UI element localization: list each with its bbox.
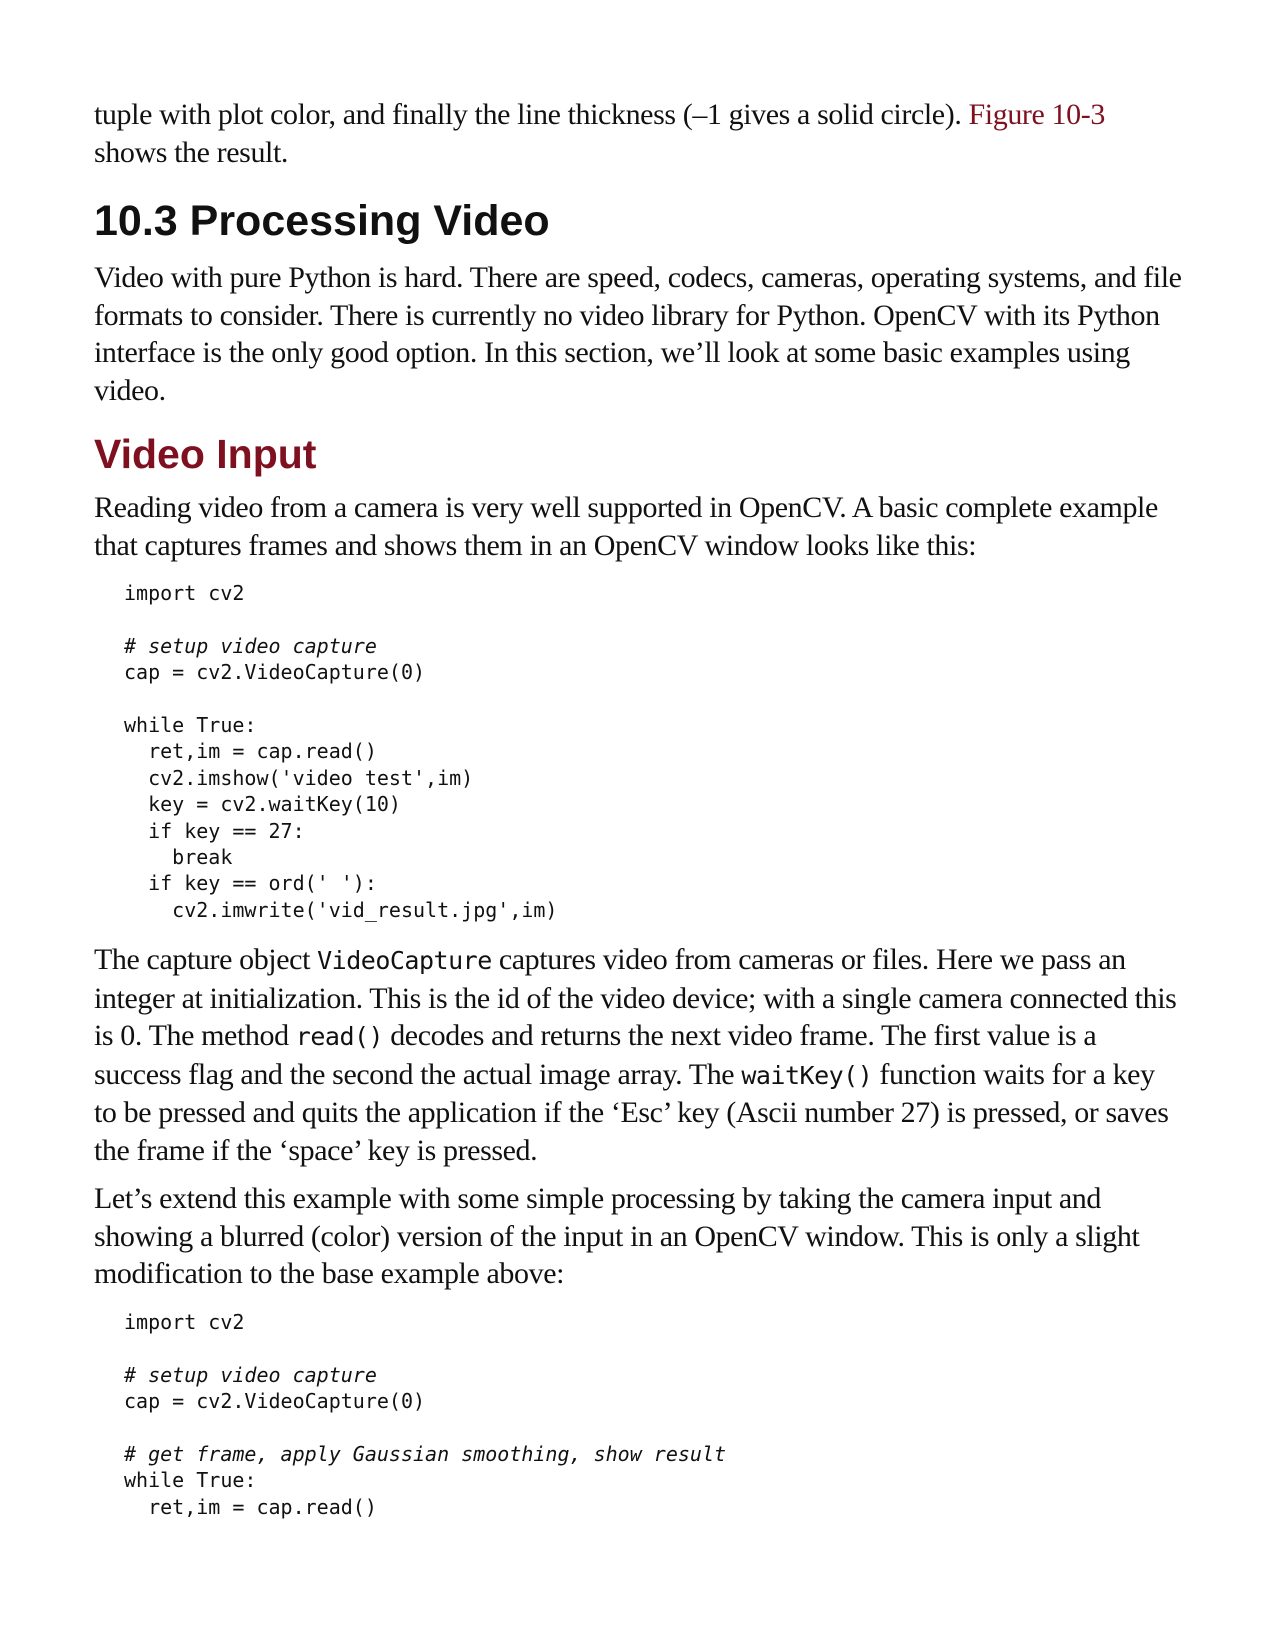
code-line: while True: [124,713,257,737]
code-line: # setup video capture [124,633,377,658]
video-input-paragraph-1: Reading video from a camera is very well… [94,491,1158,562]
subsection-heading: Video Input [94,431,317,477]
inline-code-read: read() [295,1022,384,1052]
p2-text-4: function waits for a key to be pressed a… [94,1057,1169,1167]
code-line [124,606,1184,632]
code-line: key = cv2.waitKey(10) [124,792,401,817]
code-line: import cv2 [124,581,245,605]
code-line [124,1414,1184,1440]
paragraph-gap [94,1169,1184,1180]
intro-paragraph: tuple with plot color, and finally the l… [94,96,1184,171]
code-line: cap = cv2.VideoCapture(0) [124,660,426,685]
code-line [124,1335,1184,1361]
code-line: cap = cv2.VideoCapture(0) [124,1388,426,1413]
code-line: ret,im = cap.read() [124,739,377,764]
figure-link[interactable]: Figure 10-3 [968,98,1106,131]
section-heading: 10.3 Processing Video [94,197,550,245]
code-line [124,686,1184,712]
section-paragraph: Video with pure Python is hard. There ar… [94,261,1182,407]
p2-text-3: decodes and returns the next video frame… [94,1019,1097,1091]
inline-code-waitkey: waitKey() [741,1060,873,1090]
code-line: # setup video capture [124,1362,377,1387]
code-line: ret,im = cap.read() [124,1494,377,1519]
code-line: if key == 27: [124,818,305,843]
code-line: # get frame, apply Gaussian smoothing, s… [124,1441,727,1466]
intro-text: tuple with plot color, and finally the l… [94,98,969,131]
video-input-paragraph-3: Let’s extend this example with some simp… [94,1182,1140,1291]
code-line: while True: [124,1468,257,1493]
code-line: cv2.imshow('video test',im) [124,765,474,790]
page-content: tuple with plot color, and finally the l… [94,96,1184,1538]
code-line: cv2.imwrite('vid_result.jpg',im) [124,897,558,922]
inline-code-videocapture: VideoCapture [317,946,492,976]
intro-text-line2: shows the result. [94,135,289,169]
p2-text-2: captures video from cameras or files. He… [94,943,1177,1053]
code-line: import cv2 [124,1309,245,1334]
video-input-paragraph-2: The capture object VideoCapture captures… [94,941,1184,1169]
code-line: break [124,845,233,870]
code-line: if key == ord(' '): [124,871,377,896]
p2-text-1: The capture object [94,943,318,977]
